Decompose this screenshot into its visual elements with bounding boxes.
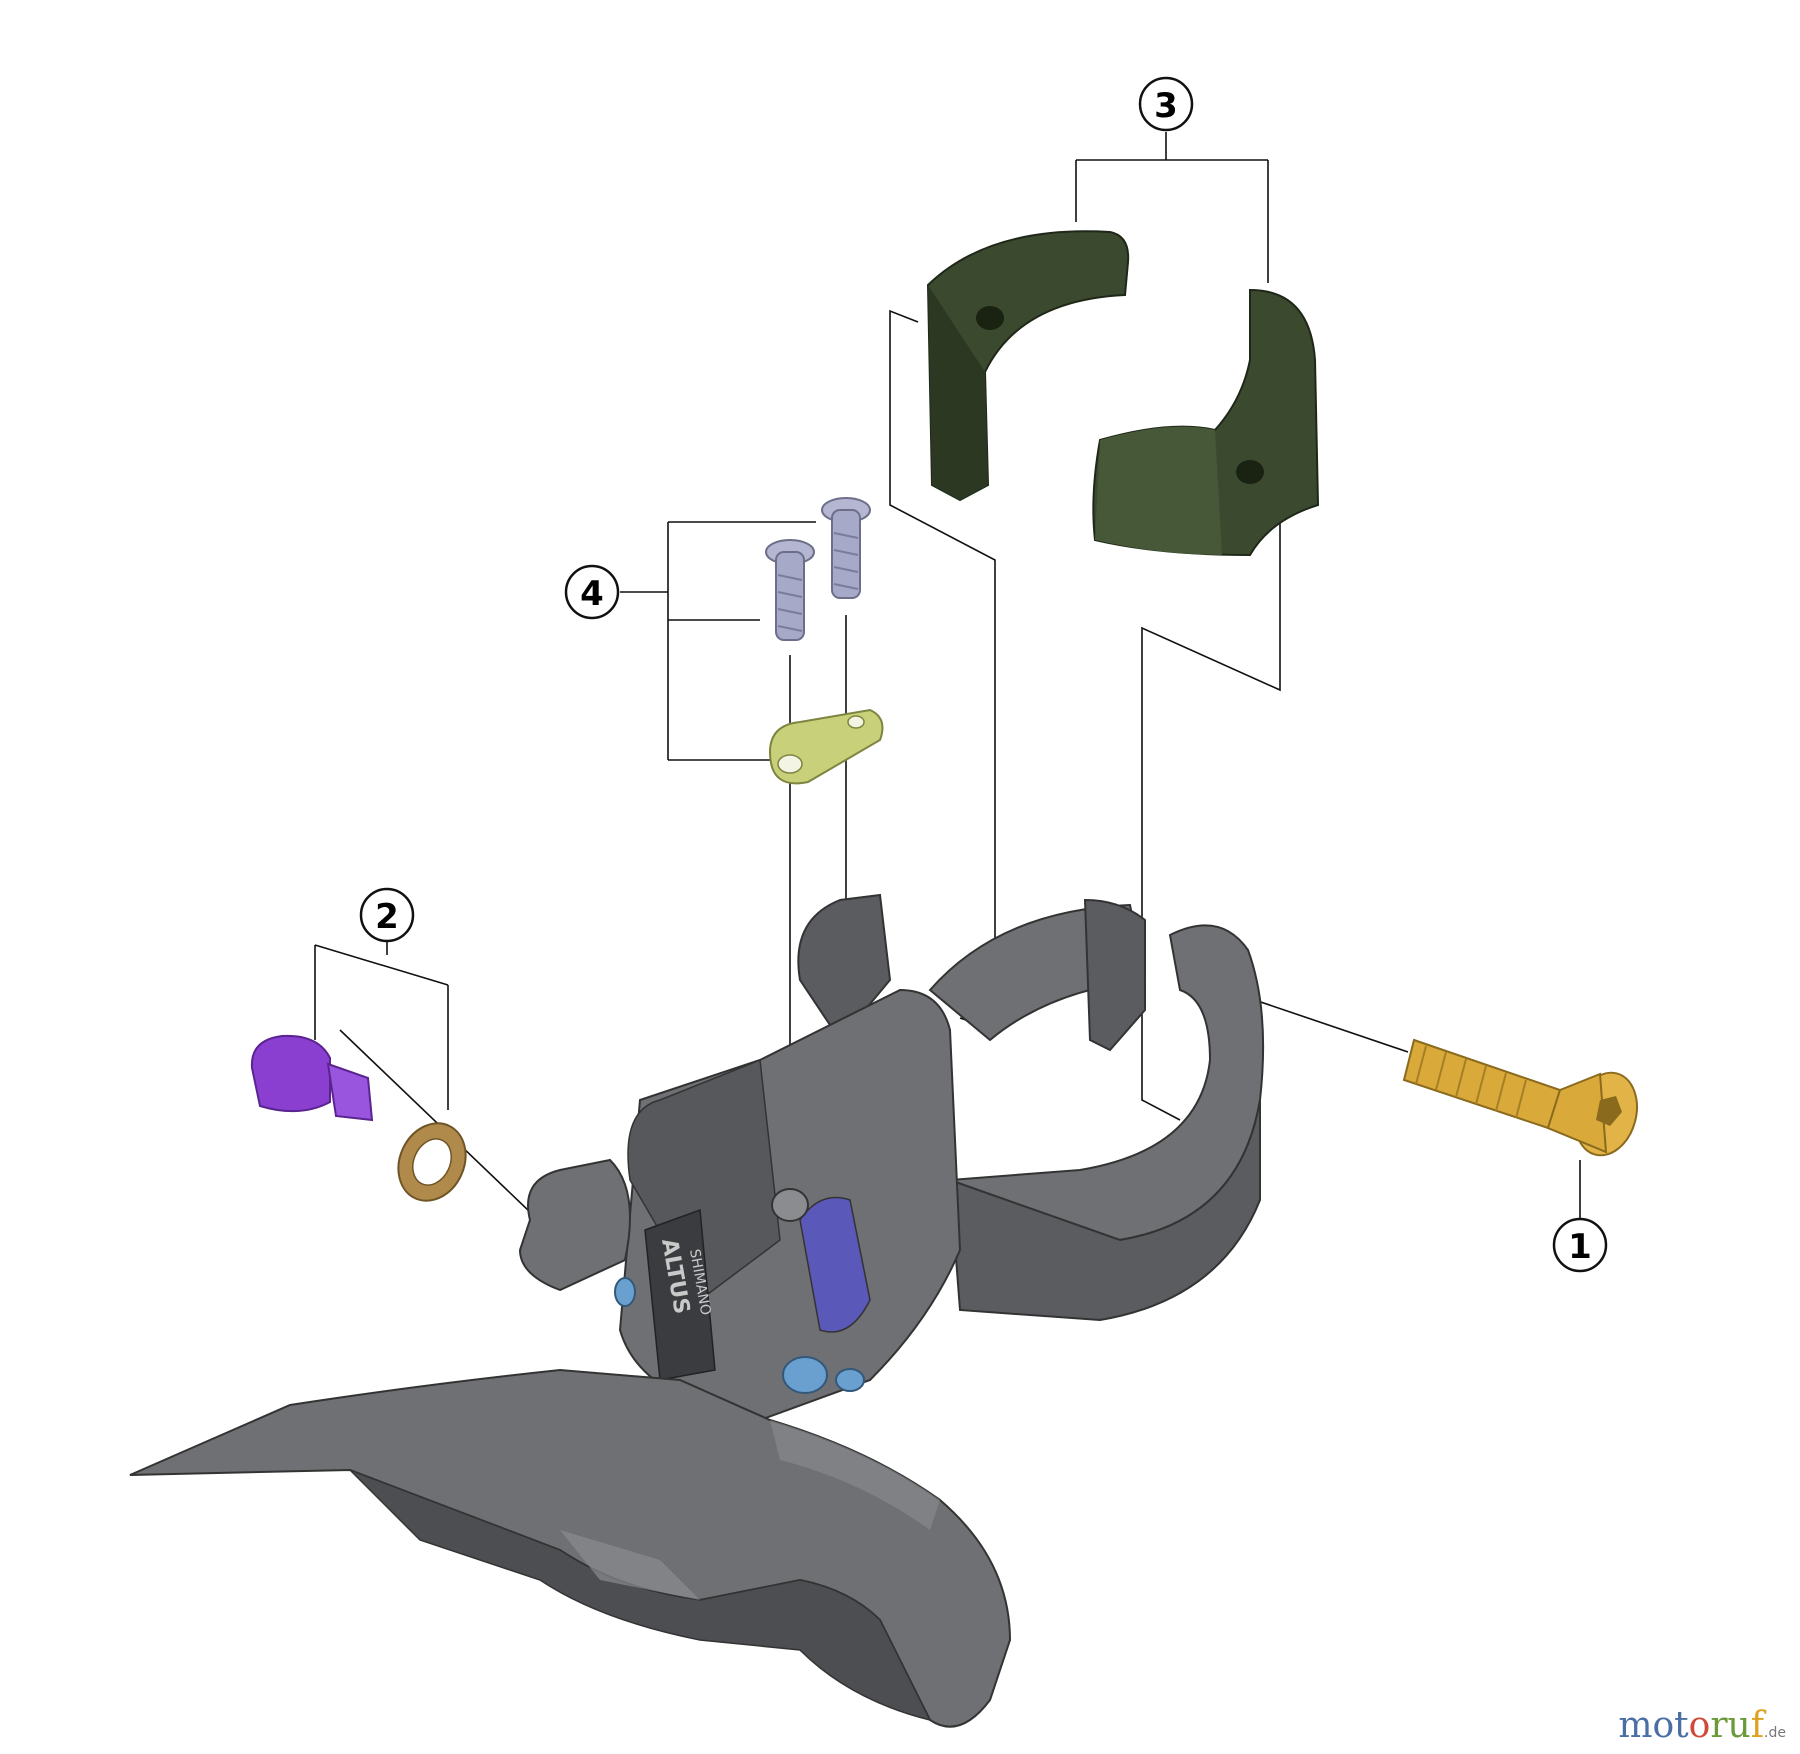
watermark-logo: motoruf.de	[1618, 1705, 1786, 1746]
callout-circle-2	[359, 887, 415, 943]
watermark-suffix: .de	[1764, 1725, 1786, 1741]
cable-fixing-screw-1	[765, 539, 815, 641]
watermark-part-4: f	[1750, 1705, 1765, 1746]
callout-2: 2	[359, 887, 415, 943]
limit-screw-1	[782, 1356, 828, 1394]
callout-1: 1	[1552, 1217, 1608, 1273]
callout-label-2: 2	[375, 897, 399, 937]
limit-screw-2	[835, 1368, 865, 1392]
clamp-shim-left	[926, 230, 1130, 502]
shim-hole-left	[976, 306, 1004, 330]
leader-screw-2	[339, 1029, 531, 1213]
bracket-4	[620, 521, 816, 761]
clamp-shim-right	[1092, 288, 1320, 557]
cable-fixing-plate	[768, 708, 884, 785]
callout-label-3: 3	[1154, 86, 1178, 126]
cable-fixing-screw-2	[821, 497, 871, 599]
callout-3: 3	[1138, 76, 1194, 132]
bracket-2	[314, 934, 449, 1110]
limit-screw-3	[614, 1277, 636, 1307]
callout-circle-1	[1552, 1217, 1608, 1273]
watermark-part-2: o	[1688, 1705, 1711, 1746]
callout-label-1: 1	[1568, 1227, 1592, 1267]
screw-2	[250, 1034, 374, 1122]
washer-2	[397, 1122, 467, 1202]
brand-plate	[644, 1208, 716, 1381]
shim-hole-right	[1236, 460, 1264, 484]
callout-4: 4	[564, 564, 620, 620]
callout-circle-3	[1138, 76, 1194, 132]
watermark-part-1: mot	[1618, 1705, 1689, 1746]
callout-circle-4	[564, 564, 620, 620]
leader-bolt-1	[1239, 994, 1409, 1053]
clamp-bolt-1	[1402, 1038, 1638, 1157]
pivot-bolt	[771, 1188, 809, 1222]
linkage-accent	[799, 1196, 871, 1333]
watermark-part-3: ru	[1710, 1705, 1751, 1746]
bracket-3	[1075, 132, 1269, 283]
callout-label-4: 4	[580, 574, 604, 614]
front-derailleur: SHIMANO ALTUS	[129, 893, 1265, 1728]
